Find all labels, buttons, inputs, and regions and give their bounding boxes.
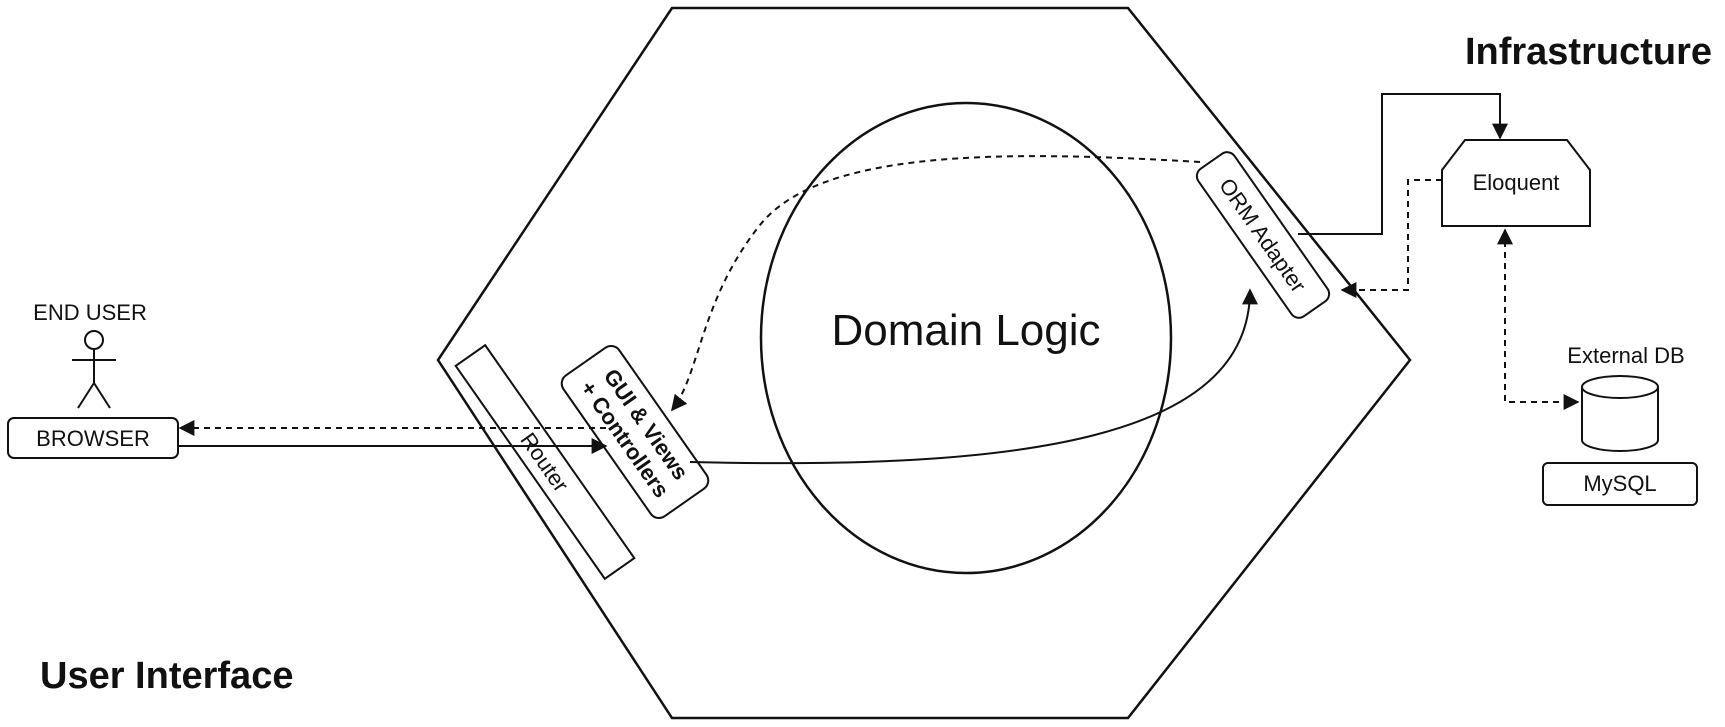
browser-box — [7, 417, 179, 459]
domain-logic-circle — [759, 101, 1173, 575]
orm-adapter-box — [1195, 151, 1331, 319]
orm-to-gui-arrow — [671, 155, 1201, 412]
eloquent-label: Eloquent — [1473, 170, 1560, 195]
database-icon — [1581, 375, 1659, 452]
connectors — [178, 93, 1580, 465]
infrastructure-heading: Infrastructure — [1465, 31, 1712, 73]
external-db-label: External DB — [1567, 343, 1684, 368]
eloquent-db-arrow — [1497, 228, 1580, 410]
eloquent-to-orm-arrow — [1340, 179, 1442, 298]
router-box — [454, 343, 636, 581]
end-user-actor: END USER — [33, 300, 147, 409]
browser-node: BROWSER — [7, 417, 179, 459]
eloquent-node: Eloquent — [1441, 139, 1591, 227]
eloquent-shape — [1441, 139, 1591, 227]
mysql-box — [1542, 462, 1698, 506]
application-hexagon — [436, 6, 1412, 720]
domain-logic-label: Domain Logic — [831, 306, 1100, 355]
gui-to-orm-arrow — [689, 288, 1258, 465]
mysql-label: MySQL — [1583, 471, 1656, 496]
mysql-node: MySQL — [1542, 462, 1698, 506]
browser-label: BROWSER — [36, 426, 150, 451]
stick-figure-icon — [72, 330, 116, 409]
orm-to-eloquent-arrow — [1298, 93, 1508, 235]
user-interface-heading: User Interface — [40, 655, 293, 697]
end-user-label: END USER — [33, 300, 147, 325]
